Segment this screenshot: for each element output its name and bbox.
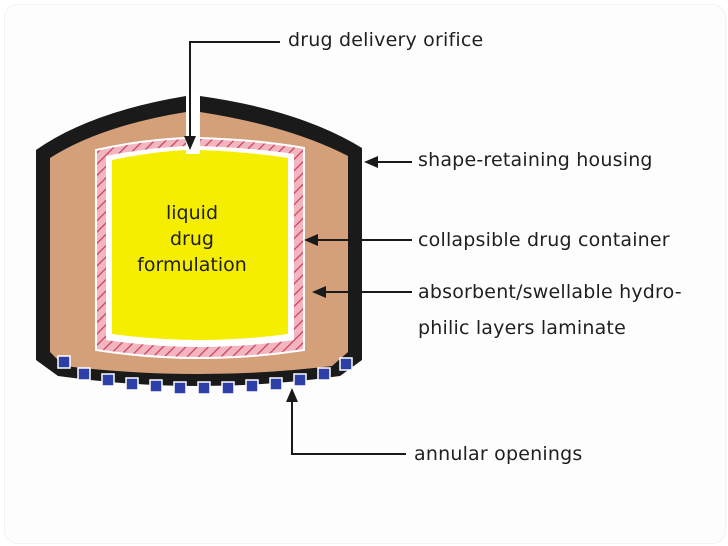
openings-arrowhead	[286, 388, 298, 402]
laminate-label-line1: absorbent/swellable hydro-	[418, 281, 682, 303]
housing-label: shape-retaining housing	[418, 149, 653, 171]
container-arrowhead	[304, 234, 318, 246]
liquid-label-line3: formulation	[137, 254, 247, 276]
liquid-drug-formulation	[112, 150, 288, 340]
leader-lines	[189, 41, 412, 455]
container-label: collapsible drug container	[418, 229, 670, 251]
housing-arrowhead	[364, 156, 378, 168]
orifice-label: drug delivery orifice	[288, 29, 484, 51]
laminate-arrowhead	[312, 286, 326, 298]
liquid-label-line1: liquid	[166, 202, 218, 224]
laminate-label-line2: philic layers laminate	[418, 317, 626, 339]
liquid-drug-label: liquid drug formulation	[128, 200, 256, 278]
orifice-arrowhead	[184, 136, 196, 150]
arrowheads	[184, 136, 378, 402]
annular-openings	[57, 355, 353, 395]
openings-label: annular openings	[414, 443, 583, 465]
liquid-label-line2: drug	[170, 228, 214, 250]
